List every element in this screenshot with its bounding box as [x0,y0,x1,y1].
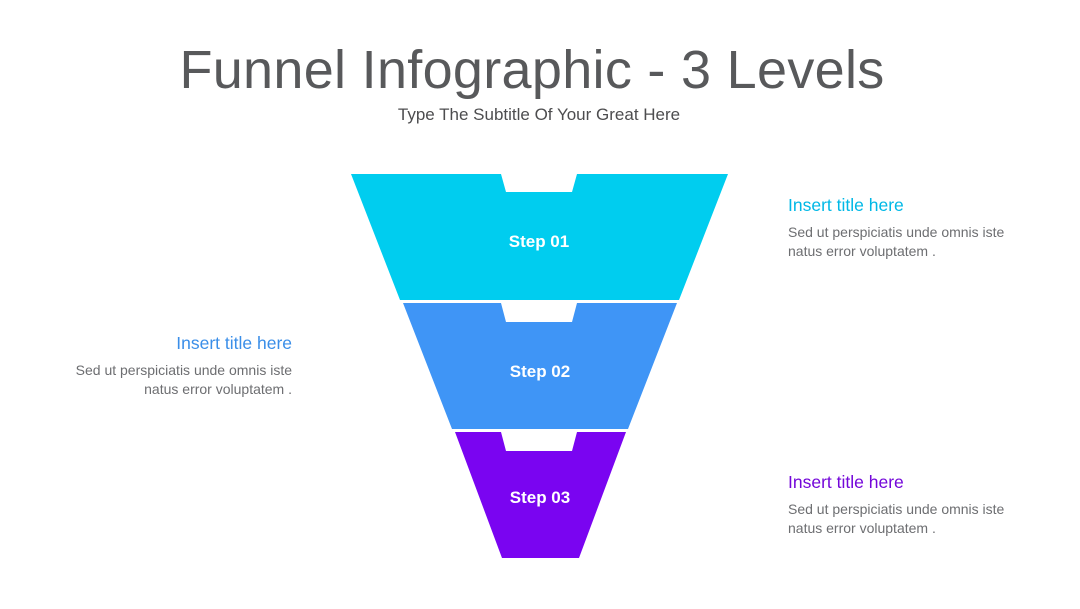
callout-level-2-text: Sed ut perspiciatis unde omnis iste natu… [75,362,292,397]
page-subtitle: Type The Subtitle Of Your Great Here [397,105,681,124]
callout-level-3-title: Insert title here [788,472,904,492]
callout-level-1-title: Insert title here [788,195,904,215]
callout-level-3: Insert title here Sed ut perspiciatis un… [788,471,1038,538]
callout-level-2-title: Insert title here [176,333,292,353]
callout-level-3-text: Sed ut perspiciatis unde omnis iste natu… [788,501,1005,536]
funnel-level-2-label: Step 02 [509,362,571,381]
callout-level-2: Insert title here Sed ut perspiciatis un… [42,332,292,399]
callout-level-1-text: Sed ut perspiciatis unde omnis iste natu… [788,224,1005,259]
callout-level-1: Insert title here Sed ut perspiciatis un… [788,194,1038,261]
funnel-level-3 [455,432,626,558]
funnel-level-1 [351,174,728,300]
funnel-level-1-label: Step 01 [508,232,570,251]
funnel-level-3-label: Step 03 [509,488,571,507]
funnel-level-2 [403,303,677,429]
page-title: Funnel Infographic - 3 Levels [179,40,885,100]
